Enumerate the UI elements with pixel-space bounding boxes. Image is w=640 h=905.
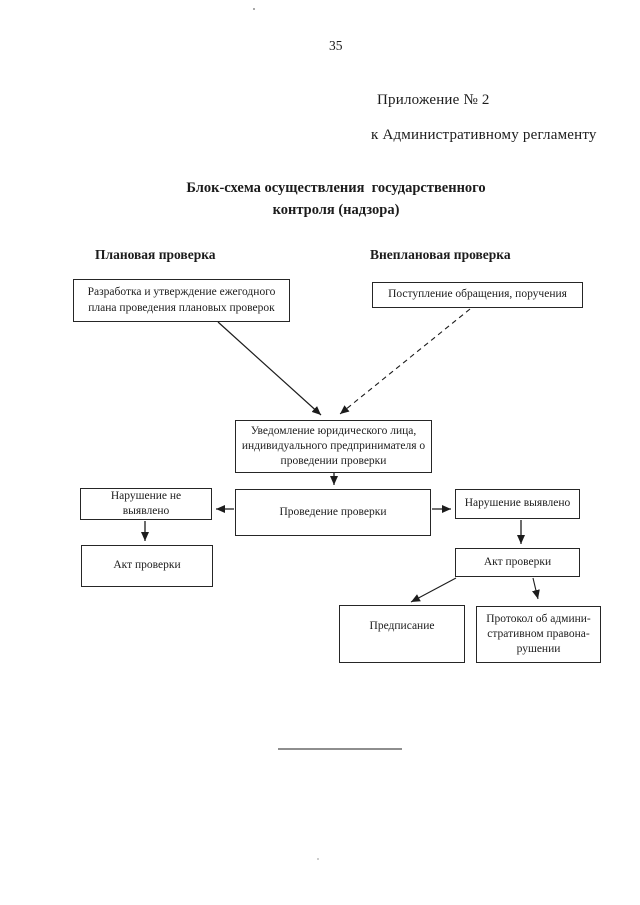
connector-act-to-protocol [532, 577, 540, 600]
node-violation-found: Нарушение выявлено [455, 489, 580, 519]
appendix-heading-line2: к Административному регламенту [371, 127, 597, 143]
page-number: 35 [329, 38, 343, 53]
column-header-planned: Плановая проверка [95, 247, 216, 262]
scan-speck-top [253, 8, 255, 10]
node-administrative-protocol: Протокол об админи- стративном правона- … [476, 606, 601, 663]
node-inspection-act-violation: Акт проверки [455, 548, 580, 577]
connector-plan-to-notification [217, 321, 322, 416]
node-inspection-act-no-violation: Акт проверки [81, 545, 213, 587]
node-plan-development: Разработка и утверждение ежегодного план… [73, 279, 290, 322]
flowchart-title: Блок-схема осуществления государственног… [36, 177, 636, 221]
column-header-unplanned: Внеплановая проверка [370, 247, 511, 262]
protocol-line2: стративном правона- [487, 627, 590, 640]
flowchart-title-line1: Блок-схема осуществления государственног… [186, 180, 486, 196]
scan-speck-bottom [317, 858, 319, 860]
node-notification: Уведомление юридического лица, индивидуа… [235, 420, 432, 473]
connector-request-to-notification-dashed [339, 308, 471, 415]
appendix-heading-line1: Приложение № 2 [377, 92, 490, 108]
node-request-received: Поступление обращения, поручения [372, 282, 583, 308]
node-inspection: Проведение проверки [235, 489, 431, 536]
node-prescription: Предписание [339, 605, 465, 663]
node-no-violation: Нарушение не выявлено [80, 488, 212, 520]
protocol-line1: Протокол об админи- [486, 612, 591, 625]
flowchart-title-line2: контроля (надзора) [272, 202, 400, 218]
protocol-line3: рушении [516, 643, 561, 656]
connector-act-to-prescription [410, 577, 457, 603]
